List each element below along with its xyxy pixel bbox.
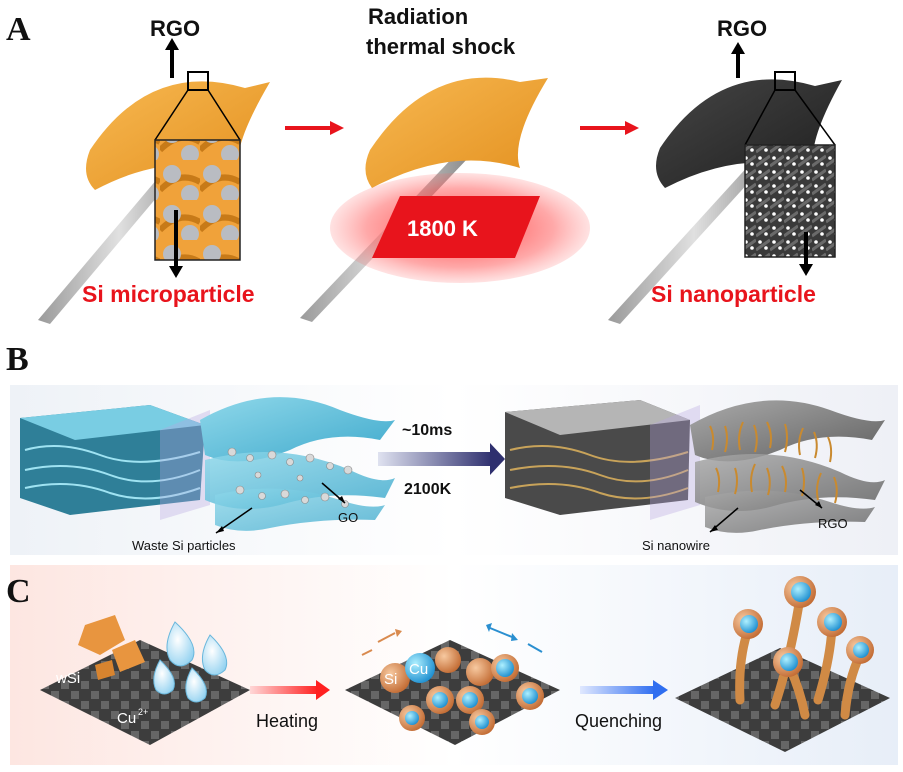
- red-arrow-1: [285, 121, 344, 135]
- stage-heating: Si Cu: [345, 623, 560, 745]
- si-label-c: Si: [384, 671, 397, 688]
- quenching-label: Quenching: [575, 711, 662, 731]
- go-stack-left: [20, 405, 210, 520]
- thermal-title-line1: Radiation: [368, 4, 468, 29]
- rgo-sheets-expanded: [690, 400, 885, 533]
- rgo-label-right: RGO: [717, 16, 767, 41]
- cu-label-c: Cu: [409, 661, 428, 678]
- panel-b: B GO Waste Si parti: [6, 341, 898, 555]
- zoom-box: [774, 71, 796, 91]
- waste-si-label: Waste Si particles: [132, 538, 236, 553]
- si-nanowire-label: Si nanowire: [642, 538, 710, 553]
- panel-a-letter: A: [6, 11, 31, 48]
- stage-nanowires: [675, 576, 890, 752]
- panel-a: A RGO Si microparticle Radiation thermal…: [6, 4, 842, 324]
- si-nanoparticle-inset: [744, 144, 836, 258]
- panel-c-letter: C: [6, 573, 31, 610]
- red-arrow-2: [580, 121, 639, 135]
- heating-label: Heating: [256, 711, 318, 731]
- process-arrow-b: [378, 443, 505, 475]
- panel-a-right-stage: RGO Si nanoparticle: [608, 16, 842, 324]
- cu-ion-label: Cu: [117, 710, 136, 727]
- go-sheet: [365, 77, 548, 188]
- panel-a-middle-stage: Radiation thermal shock 1800 K: [300, 4, 590, 322]
- rgo-stack-right: [505, 400, 700, 520]
- si-microparticle-inset: [154, 139, 241, 261]
- si-microparticle-label: Si microparticle: [82, 281, 255, 307]
- go-sheets-expanded: [200, 397, 395, 531]
- heating-arrow: [250, 680, 330, 700]
- quenching-arrow: [580, 680, 668, 700]
- thermal-title-line2: thermal shock: [366, 34, 516, 59]
- holder-rod: [608, 142, 780, 324]
- zoom-box: [187, 71, 209, 91]
- temperature-label: 1800 K: [407, 216, 478, 241]
- heater-plate: [372, 196, 540, 258]
- panel-a-left-stage: RGO Si microparticle: [38, 16, 270, 324]
- panel-c: C wSi Cu 2+ Heating: [6, 565, 898, 765]
- panel-b-letter: B: [6, 341, 29, 378]
- time-label: ~10ms: [402, 422, 452, 439]
- go-label: GO: [338, 510, 358, 525]
- si-nanoparticle-label: Si nanoparticle: [651, 281, 816, 307]
- cu-ion-charge: 2+: [138, 707, 148, 717]
- rgo-label-b: RGO: [818, 516, 848, 531]
- wsi-label: wSi: [55, 670, 80, 687]
- rgo-label-left: RGO: [150, 16, 200, 41]
- temp-label-b: 2100K: [404, 481, 452, 498]
- stage-precursor: wSi Cu 2+: [40, 615, 250, 745]
